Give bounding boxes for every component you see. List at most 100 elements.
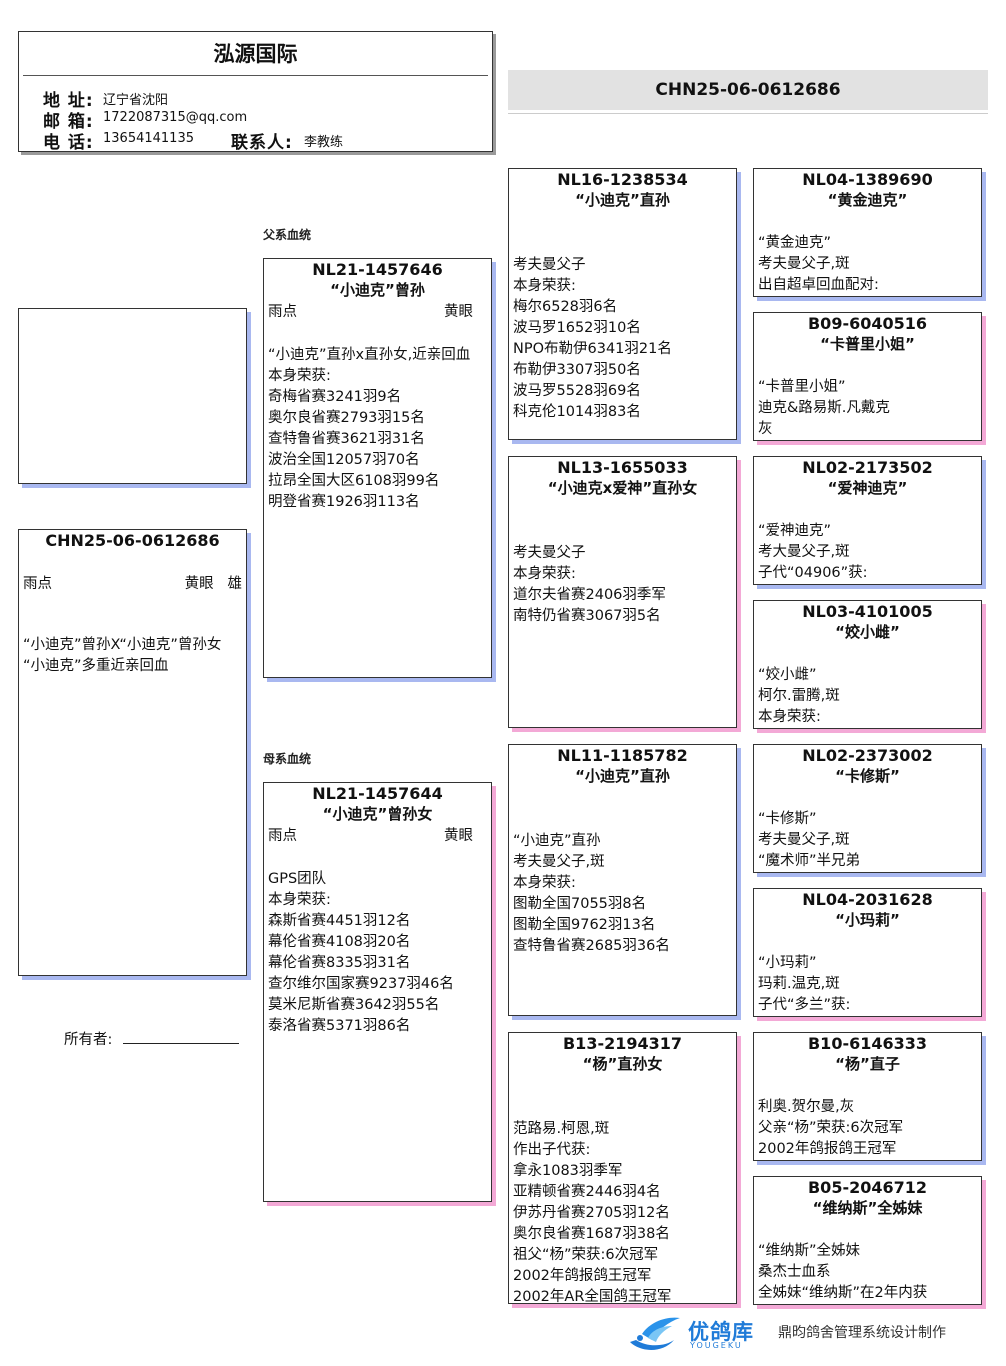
ggp-ring: NL03-4101005	[802, 602, 933, 621]
ggp-card: NL02-2373002 “卡修斯” “卡修斯” 考夫曼父子,斑 “魔术师”半兄…	[753, 744, 982, 873]
logo-subtext: YOUGEKU	[690, 1341, 743, 1350]
sire-card: NL21-1457646 “小迪克”曾孙 雨点 黄眼 “小迪克”直孙x直孙女,近…	[263, 258, 492, 678]
sire-notes: “小迪克”直孙x直孙女,近亲回血 本身荣获: 奇梅省赛3241羽9名 奥尔良省赛…	[264, 345, 491, 513]
address-label: 地 址:	[43, 91, 94, 111]
ggp-note: 玛莉.温克,斑	[758, 976, 840, 992]
ggp-note: 出自超卓回血配对:	[758, 277, 879, 293]
ggp-card: NL03-4101005 “姣小雌” “姣小雌” 柯尔.雷腾,斑 本身荣获:	[753, 600, 982, 729]
ggp-notes: “卡修斯” 考夫曼父子,斑 “魔术师”半兄弟	[754, 809, 981, 872]
ggp-notes: “卡普里小姐” 迪克&路易斯.凡戴克 灰	[754, 377, 981, 440]
ggp-note: 迪克&路易斯.凡戴克	[758, 400, 890, 416]
gp-note: 布勒伊3307羽50名	[513, 362, 641, 378]
ggp-note: “卡修斯”	[758, 811, 817, 827]
ggp-notes: 利奥.贺尔曼,灰 父亲“杨”荣获:6次冠军 2002年鸽报鸽王冠军	[754, 1097, 981, 1160]
gp-note: 科克伦1014羽83名	[513, 404, 641, 420]
subject-sex: 雄	[227, 576, 243, 592]
ggp-notes: “黄金迪克” 考夫曼父子,斑 出自超卓回血配对:	[754, 233, 981, 296]
ggp-note: 柯尔.雷腾,斑	[758, 688, 840, 704]
credit-text: 鼎昀鸽舍管理系统设计制作	[778, 1325, 946, 1341]
sire-eye: 黄眼	[444, 304, 473, 320]
ggp-notes: “爱神迪克” 考大曼父子,斑 子代“04906”获:	[754, 521, 981, 584]
sire-note: 拉昂全国大区6108羽99名	[268, 473, 440, 489]
ggp-name: “爱神迪克”	[827, 479, 908, 497]
dam-section-label: 母系血统	[263, 752, 312, 766]
ggp-note: 利奥.贺尔曼,灰	[758, 1099, 855, 1115]
gp-note: “小迪克”直孙	[513, 833, 601, 849]
gp-note: 梅尔6528羽6名	[513, 299, 618, 315]
dam-card: NL21-1457644 “小迪克”曾孙女 雨点 黄眼 GPS团队 本身荣获: …	[263, 782, 492, 1202]
gp-note: 本身荣获:	[513, 875, 576, 891]
dam-note: GPS团队	[268, 871, 327, 887]
subject-color: 雨点	[23, 576, 52, 592]
ggp-note: “卡普里小姐”	[758, 379, 846, 395]
ggp-note: 全姊妹“维纳斯”在2年内获	[758, 1285, 928, 1301]
contact-value: 李教练	[304, 135, 344, 150]
phone-label: 电 话:	[43, 133, 94, 153]
ggp-note: 灰	[758, 421, 773, 437]
gp-ring: B13-2194317	[562, 1034, 683, 1053]
owner-field: 所有者:	[64, 1028, 239, 1049]
subject-ring: CHN25-06-0612686	[45, 531, 220, 550]
ggp-note: 考夫曼父子,斑	[758, 832, 850, 848]
sire-section-label: 父系血统	[263, 228, 312, 242]
ggp-name: “杨”直子	[835, 1055, 900, 1073]
ggp-ring: NL02-2173502	[802, 458, 933, 477]
subject-notes: “小迪克”曾孙X“小迪克”曾孙女 “小迪克”多重近亲回血	[19, 635, 246, 677]
ggp-name: “卡普里小姐”	[820, 335, 915, 353]
gp-note: NPO布勒伊6341羽21名	[513, 341, 672, 357]
gp-note: 祖父“杨”荣获:6次冠军	[513, 1247, 659, 1263]
ggp-note: “魔术师”半兄弟	[758, 853, 861, 869]
dam-ring: NL21-1457644	[312, 784, 443, 803]
header-divider	[23, 75, 488, 76]
dam-color: 雨点	[268, 828, 297, 844]
ggp-ring: NL04-1389690	[802, 170, 933, 189]
ggp-name: “姣小雌”	[835, 623, 900, 641]
grandsire-paternal-card: NL16-1238534 “小迪克”直孙 考夫曼父子 本身荣获: 梅尔6528羽…	[508, 168, 737, 440]
ggp-card: NL04-2031628 “小玛莉” “小玛莉” 玛莉.温克,斑 子代“多兰”获…	[753, 888, 982, 1017]
gp-note: 考夫曼父子	[513, 545, 586, 561]
photo-placeholder	[18, 308, 247, 484]
gp-notes: 考夫曼父子 本身荣获: 梅尔6528羽6名 波马罗1652羽10名 NPO布勒伊…	[509, 255, 736, 423]
gp-note: 伊苏丹省赛2705羽12名	[513, 1205, 670, 1221]
gp-note: 道尔夫省赛2406羽季军	[513, 587, 666, 603]
sire-note: 本身荣获:	[268, 368, 331, 384]
dam-name: “小迪克”曾孙女	[322, 805, 433, 823]
gp-name: “小迪克”直孙	[575, 191, 670, 209]
gp-note: 拿永1083羽季军	[513, 1163, 623, 1179]
header-box: 泓源国际 地 址: 辽宁省沈阳 邮 箱: 1722087315@qq.com 电…	[18, 31, 493, 153]
ggp-notes: “小玛莉” 玛莉.温克,斑 子代“多兰”获:	[754, 953, 981, 1016]
gp-name: “杨”直孙女	[582, 1055, 663, 1073]
ggp-note: 本身荣获:	[758, 709, 821, 725]
gp-notes: 范路易.柯恩,斑 作出子代获: 拿永1083羽季军 亚精顿省赛2446羽4名 伊…	[509, 1119, 736, 1308]
sire-note: 奇梅省赛3241羽9名	[268, 389, 402, 405]
ggp-note: 考大曼父子,斑	[758, 544, 850, 560]
dam-note: 查尔维尔国家赛9237羽46名	[268, 976, 454, 992]
ggp-ring: B05-2046712	[807, 1178, 928, 1197]
subject-traits: 雨点 黄眼 雄	[19, 573, 246, 595]
ggp-card: B05-2046712 “维纳斯”全姊妹 “维纳斯”全姊妹 桑杰士血系 全姊妹“…	[753, 1176, 982, 1305]
dam-note: 泰洛省赛5371羽86名	[268, 1018, 411, 1034]
gp-note: 南特仍省赛3067羽5名	[513, 608, 661, 624]
sire-color: 雨点	[268, 304, 297, 320]
dam-note: 莫米尼斯省赛3642羽55名	[268, 997, 440, 1013]
gp-note: 图勒全国7055羽8名	[513, 896, 647, 912]
ggp-name: “黄金迪克”	[827, 191, 908, 209]
loft-title: 泓源国际	[213, 42, 298, 66]
ggp-notes: “姣小雌” 柯尔.雷腾,斑 本身荣获:	[754, 665, 981, 728]
subject-note: “小迪克”多重近亲回血	[23, 658, 169, 674]
dam-note: 森斯省赛4451羽12名	[268, 913, 411, 929]
ggp-notes: “维纳斯”全姊妹 桑杰士血系 全姊妹“维纳斯”在2年内获	[754, 1241, 981, 1304]
ggp-ring: B09-6040516	[807, 314, 928, 333]
sire-note: 奥尔良省赛2793羽15名	[268, 410, 425, 426]
ggp-ring: NL04-2031628	[802, 890, 933, 909]
logo-text: 优鸽库	[688, 1320, 754, 1344]
ggp-name: “维纳斯”全姊妹	[812, 1199, 923, 1217]
banner-divider	[508, 113, 988, 114]
dam-note: 幕伦省赛4108羽20名	[268, 934, 411, 950]
gp-ring: NL16-1238534	[557, 170, 688, 189]
gp-notes: “小迪克”直孙 考夫曼父子,斑 本身荣获: 图勒全国7055羽8名 图勒全国97…	[509, 831, 736, 957]
dam-traits: 雨点 黄眼	[264, 825, 491, 847]
dam-note: 本身荣获:	[268, 892, 331, 908]
email-label: 邮 箱:	[43, 112, 94, 132]
ggp-card: NL04-1389690 “黄金迪克” “黄金迪克” 考夫曼父子,斑 出自超卓回…	[753, 168, 982, 297]
